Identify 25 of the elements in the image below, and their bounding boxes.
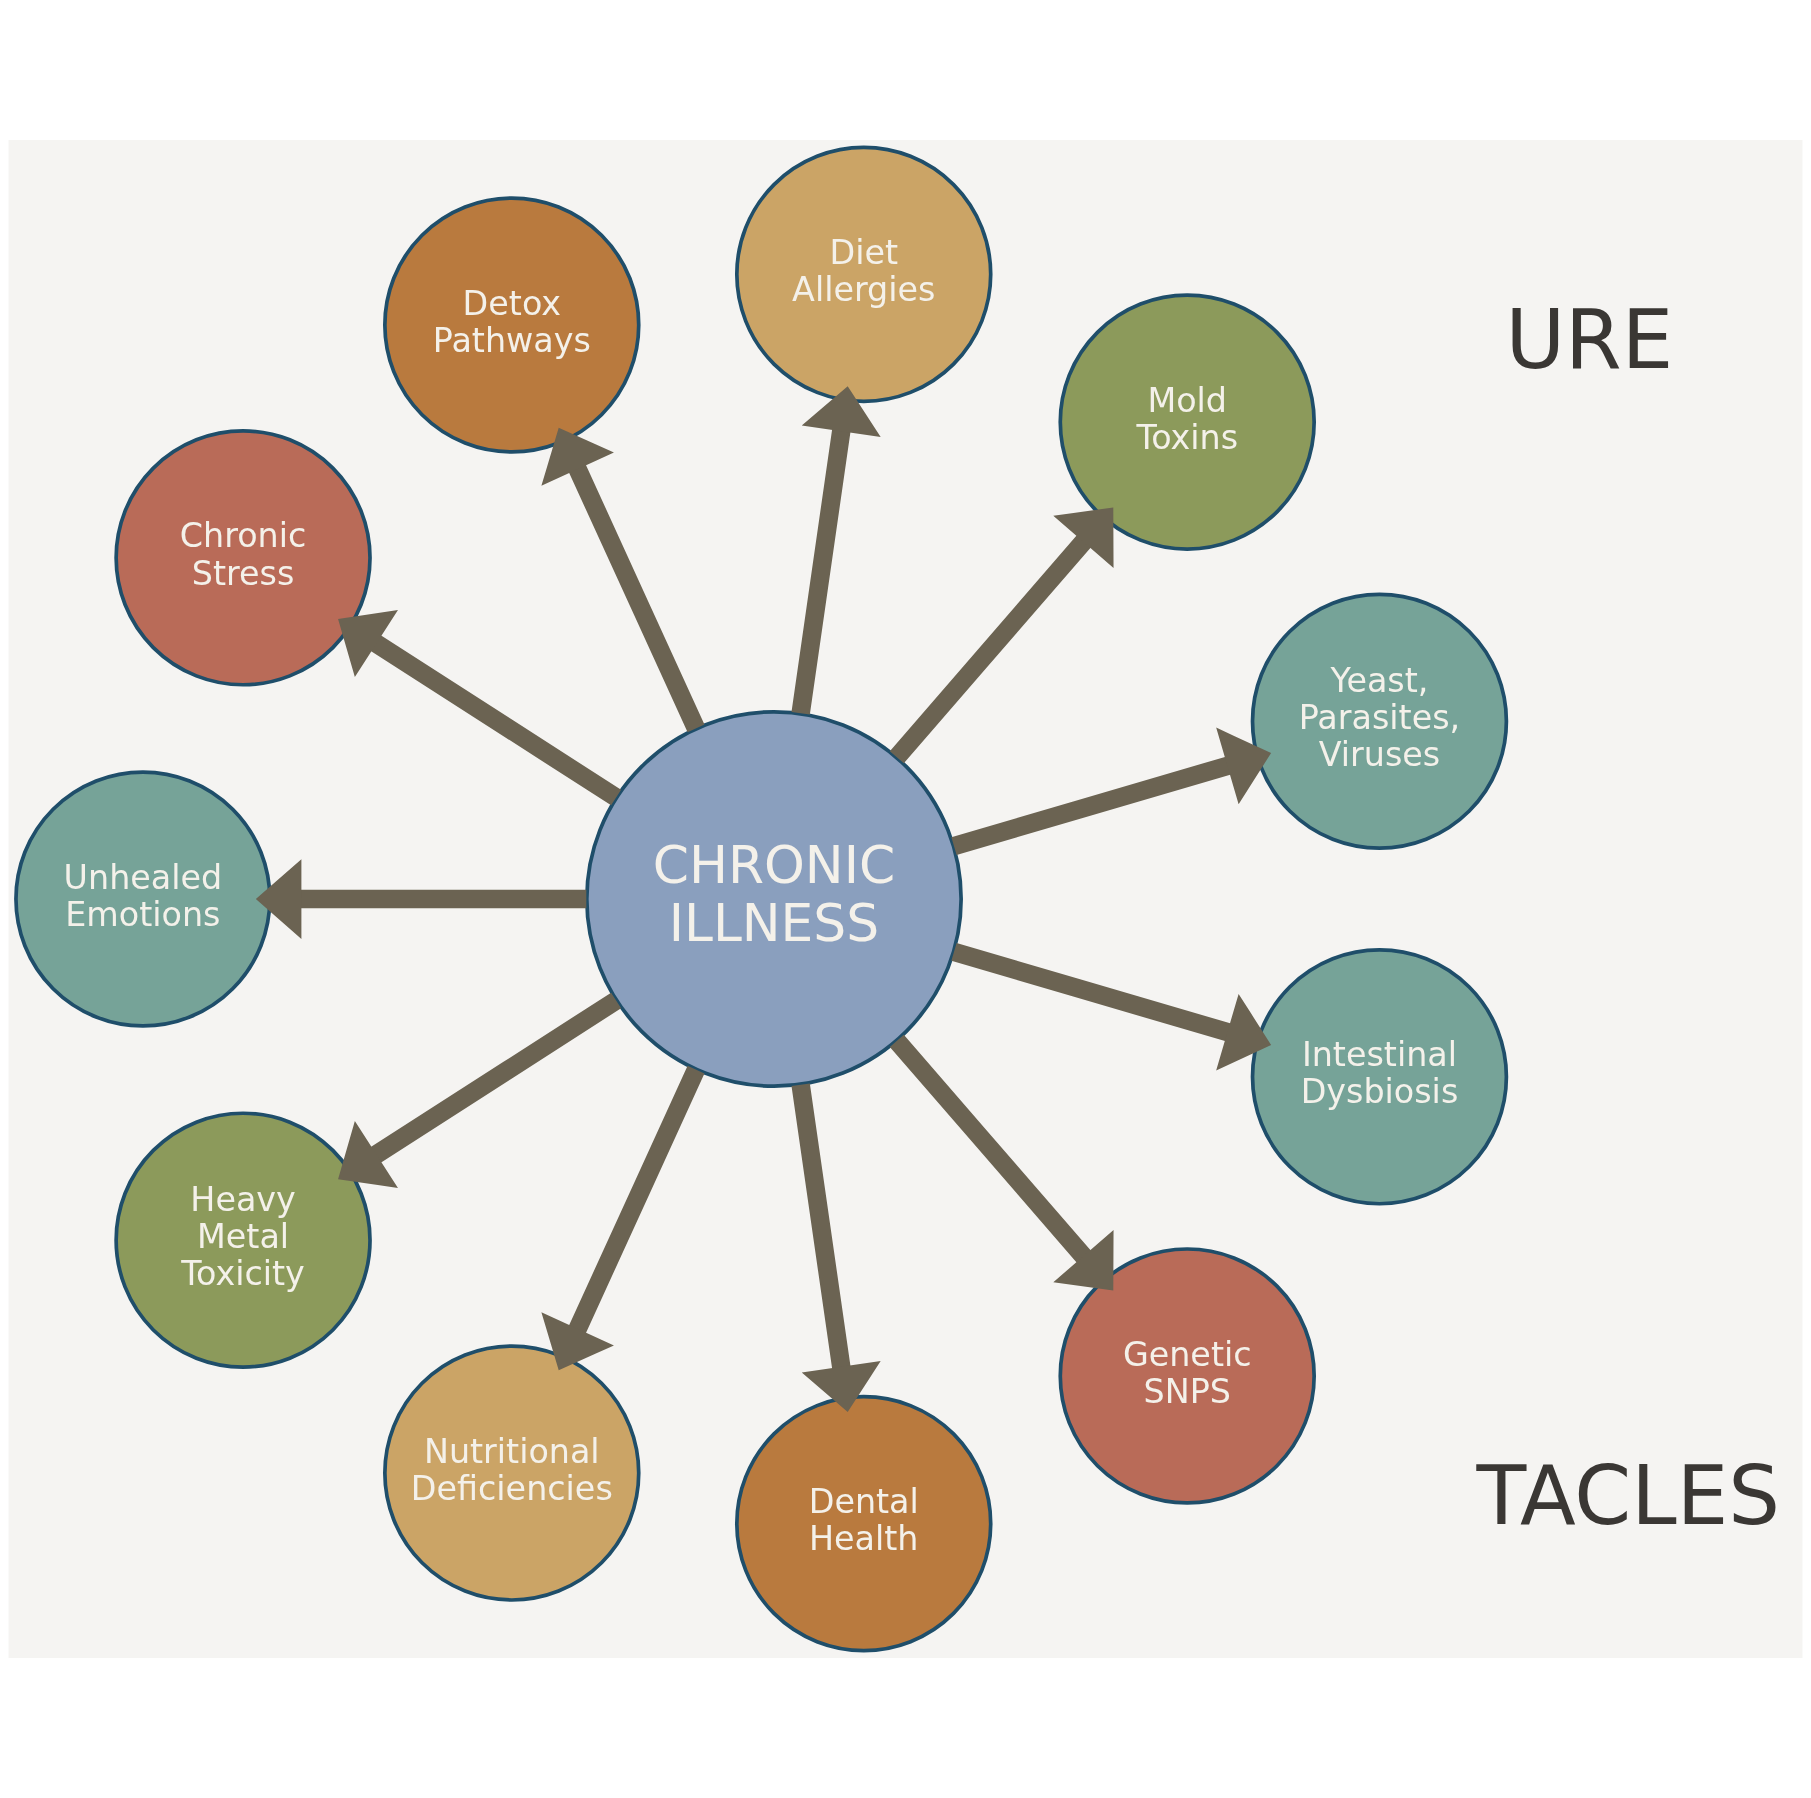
node-circle: Diet Allergies <box>734 145 993 404</box>
arrow <box>951 942 1272 1071</box>
node-circle: Intestinal Dysbiosis <box>1250 948 1509 1206</box>
label: URE <box>1505 291 1674 387</box>
arrow <box>541 427 705 733</box>
node-circle: Unhealed Emotions <box>14 770 272 1028</box>
node-circle: Yeast, Parasites, Viruses <box>1250 592 1509 850</box>
node-circle: Nutritional Deficiencies <box>383 1344 641 1602</box>
arrow <box>338 992 622 1189</box>
arrow <box>791 1083 881 1412</box>
label: TACLES <box>1476 1447 1780 1543</box>
arrow <box>951 727 1272 856</box>
arrow <box>889 1034 1114 1291</box>
node-circle: CHRONIC ILLNESS <box>584 710 963 1089</box>
arrow <box>541 1065 705 1371</box>
node-circle: Dental Health <box>734 1394 993 1653</box>
arrow <box>889 507 1114 764</box>
node-circle: Heavy Metal Toxicity <box>114 1111 372 1369</box>
node-circle: Chronic Stress <box>114 429 372 687</box>
arrow <box>791 386 881 715</box>
arrow <box>338 609 622 806</box>
arrow <box>255 859 587 939</box>
node-circle: Detox Pathways <box>383 196 641 454</box>
node-circle: Mold Toxins <box>1058 293 1316 551</box>
node-circle: Genetic SNPS <box>1058 1247 1316 1505</box>
